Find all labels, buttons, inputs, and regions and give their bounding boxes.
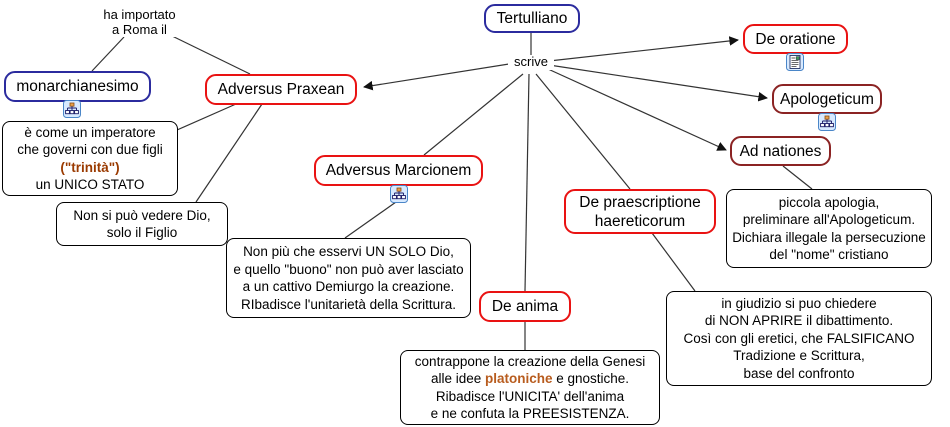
concept-node-tertulliano[interactable]: Tertulliano [484,4,580,33]
note-text: piccola apologia, preliminare all'Apolog… [732,194,926,263]
concept-label: Adversus Marcionem [325,162,472,179]
note-monarchianesimo[interactable]: è come un imperatore che governi con due… [2,121,178,196]
note-highlight-trinita: ("trinità") [60,159,120,175]
concept-node-de-oratione[interactable]: De oratione [743,24,848,54]
note-line: contrappone la creazione della Genesi [414,353,646,369]
note-line: e ne confuta la PREESISTENZA. [430,406,630,421]
note-line: Ribadisce l'UNICITA' dell'anima [435,388,625,404]
concept-label: De oratione [755,30,836,48]
concept-node-adversus-praxean[interactable]: Adversus Praxean [205,74,357,105]
note-line: un UNICO STATO [35,177,145,192]
note-adversus-praxean[interactable]: Non si può vedere Dio, solo il Figlio [56,202,228,246]
map-links [91,33,813,350]
note-text: in giudizio si puo chiedere di NON APRIR… [683,295,915,381]
concept-node-de-anima[interactable]: De anima [479,291,571,322]
note-line: è come un imperatore [24,124,156,140]
concept-label: Adversus Praxean [217,81,345,98]
note-line: alle idee platoniche e gnostiche. [430,371,630,386]
concept-label: Tertulliano [496,10,568,27]
note-de-anima[interactable]: contrappone la creazione della Genesi al… [400,350,660,425]
concept-label: Apologeticum [780,90,874,108]
concept-label: monarchianesimo [16,78,139,95]
concept-map-icon[interactable] [390,185,408,203]
link-phrase-ha-importato[interactable]: ha importato a Roma il [92,7,187,37]
concept-label: De praescriptione haereticorum [579,193,701,230]
concept-node-adversus-marcionem[interactable]: Adversus Marcionem [314,155,483,186]
note-line: che governi con due figli [17,142,163,157]
note-highlight-platoniche: platoniche [484,371,553,386]
link-phrase-scrive[interactable]: scrive [508,54,554,70]
concept-node-apologeticum[interactable]: Apologeticum [772,84,882,114]
concept-label: Ad nationes [739,142,822,160]
document-icon[interactable] [786,53,804,71]
concept-map-icon[interactable] [818,113,836,131]
concept-node-monarchianesimo[interactable]: monarchianesimo [4,71,151,102]
concept-node-de-praescriptione[interactable]: De praescriptione haereticorum [564,189,716,234]
note-text: Non si può vedere Dio, solo il Figlio [73,207,211,241]
concept-label: De anima [491,298,559,315]
concept-map-icon[interactable] [63,100,81,118]
note-text: Non più che esservi UN SOLO Dio, e quell… [233,244,464,312]
note-ad-nationes[interactable]: piccola apologia, preliminare all'Apolog… [726,189,932,268]
note-de-praescriptione[interactable]: in giudizio si puo chiedere di NON APRIR… [666,291,932,386]
note-adversus-marcionem[interactable]: Non più che esservi UN SOLO Dio, e quell… [226,238,471,318]
concept-node-ad-nationes[interactable]: Ad nationes [730,136,831,166]
